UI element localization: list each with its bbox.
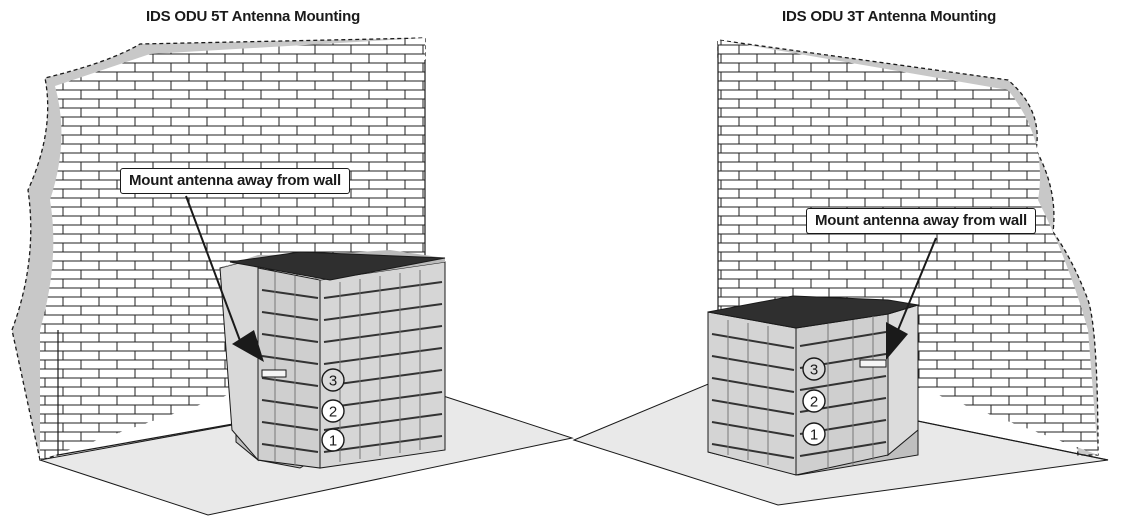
scene-5t-illustration: 3 2 1 <box>11 37 574 516</box>
svg-text:3: 3 <box>329 373 337 390</box>
marker-3-3t: 3 <box>802 357 826 381</box>
svg-text:2: 2 <box>810 394 818 411</box>
marker-2-5t: 2 <box>321 399 345 423</box>
callout-label-3t: Mount antenna away from wall <box>806 208 1036 234</box>
svg-text:3: 3 <box>810 362 818 379</box>
antenna-5t <box>261 369 287 378</box>
marker-1-5t: 1 <box>321 428 345 452</box>
svg-text:2: 2 <box>329 404 337 421</box>
marker-3-5t: 3 <box>321 368 345 392</box>
svg-text:1: 1 <box>329 433 337 450</box>
marker-1-3t: 1 <box>802 422 826 446</box>
panel-5t-antenna-mounting: 3 2 1 IDS ODU 5T Antenna Mounting Mount … <box>11 8 574 516</box>
panel-title-5t: IDS ODU 5T Antenna Mounting <box>146 8 361 25</box>
antenna-3t <box>859 359 887 368</box>
callout-arrow-5t <box>232 330 264 362</box>
callout-label-5t: Mount antenna away from wall <box>120 168 350 194</box>
callout-arrow-3t <box>886 322 908 360</box>
marker-2-3t: 2 <box>802 389 826 413</box>
panel-3t-antenna-mounting: 3 2 1 IDS ODU 3T Antenna Mounting Mount … <box>568 0 1137 522</box>
callout-leader-5t <box>185 195 243 347</box>
condenser-unit-3t <box>707 295 919 476</box>
panel-title-3t: IDS ODU 3T Antenna Mounting <box>782 8 997 25</box>
svg-text:1: 1 <box>810 427 818 444</box>
callout-leader-3t <box>897 237 937 331</box>
scene-3t-illustration: 3 2 1 <box>572 39 1109 506</box>
